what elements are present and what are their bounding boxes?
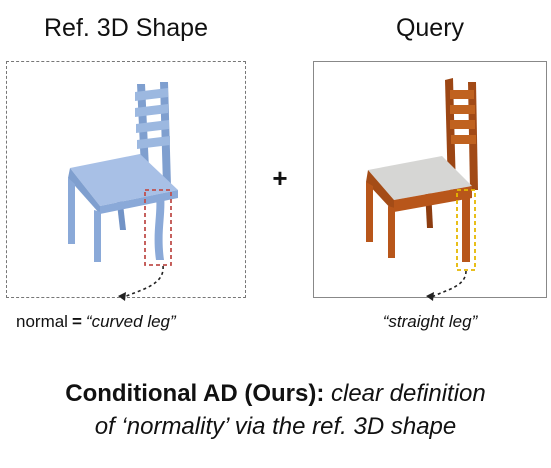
reference-caption-prefix: normal	[16, 312, 68, 331]
conclusion-line2: of ‘normality’ via the ref. 3D shape	[94, 413, 457, 440]
query-caption: “straight leg”	[382, 312, 478, 331]
conclusion-line1: clear definition	[330, 380, 486, 407]
conclusion-text: Conditional AD (Ours): clear definition …	[0, 377, 551, 443]
conclusion-lead: Conditional AD (Ours):	[65, 380, 325, 407]
reference-caption: normal=“curved leg”	[16, 312, 176, 332]
reference-arrow	[123, 265, 164, 298]
plus-operator: +	[272, 163, 288, 193]
query-heading: Query	[395, 14, 465, 42]
reference-chair	[68, 82, 178, 266]
reference-caption-equals: =	[71, 312, 82, 331]
straight-leg-highlight	[456, 189, 476, 271]
reference-panel	[6, 61, 246, 298]
reference-caption-value: “curved leg”	[85, 312, 176, 331]
curved-leg-highlight	[144, 189, 172, 266]
query-chair	[366, 78, 478, 271]
query-arrow	[431, 270, 467, 298]
reference-heading: Ref. 3D Shape	[44, 14, 208, 42]
